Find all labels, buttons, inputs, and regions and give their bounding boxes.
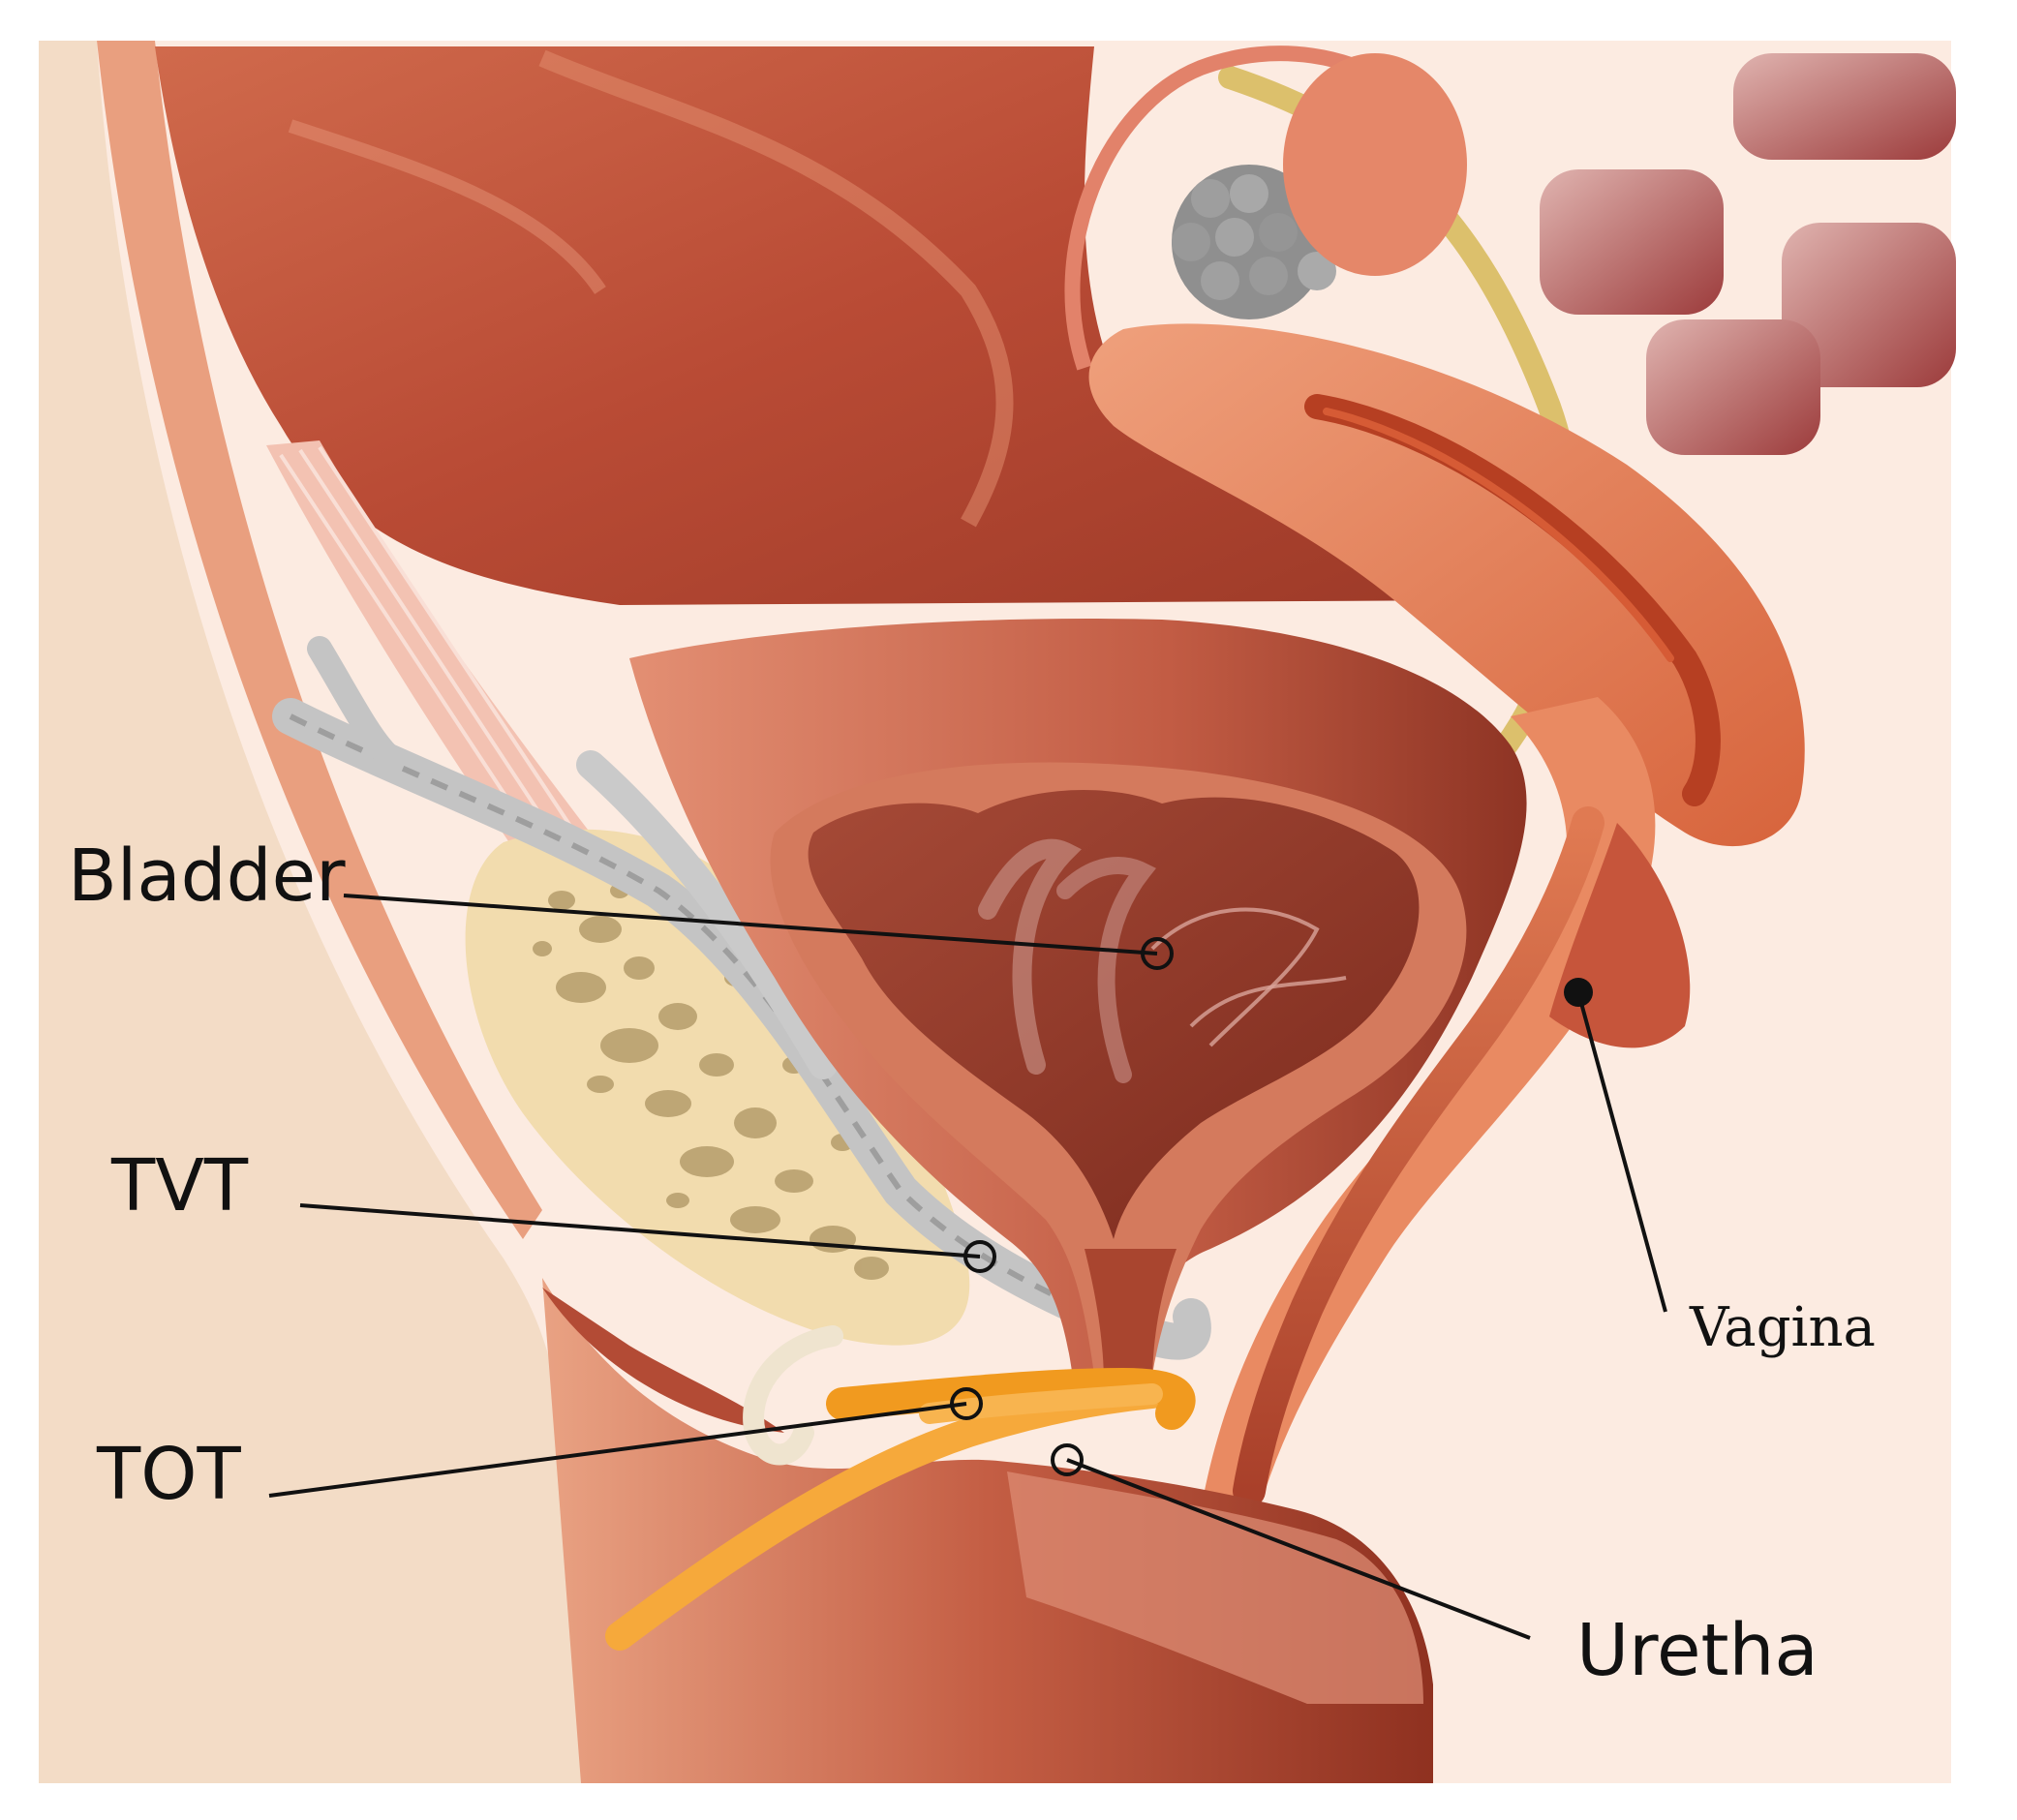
vagina-marker xyxy=(1564,978,1593,1007)
tot-label: TOT xyxy=(96,1433,241,1516)
tvt-label: TVT xyxy=(110,1144,249,1228)
bladder-label: Bladder xyxy=(68,834,346,918)
tube-end xyxy=(1283,53,1467,276)
vagina-label: Vagina xyxy=(1689,1296,1876,1359)
urethra-label: Uretha xyxy=(1576,1609,1818,1692)
